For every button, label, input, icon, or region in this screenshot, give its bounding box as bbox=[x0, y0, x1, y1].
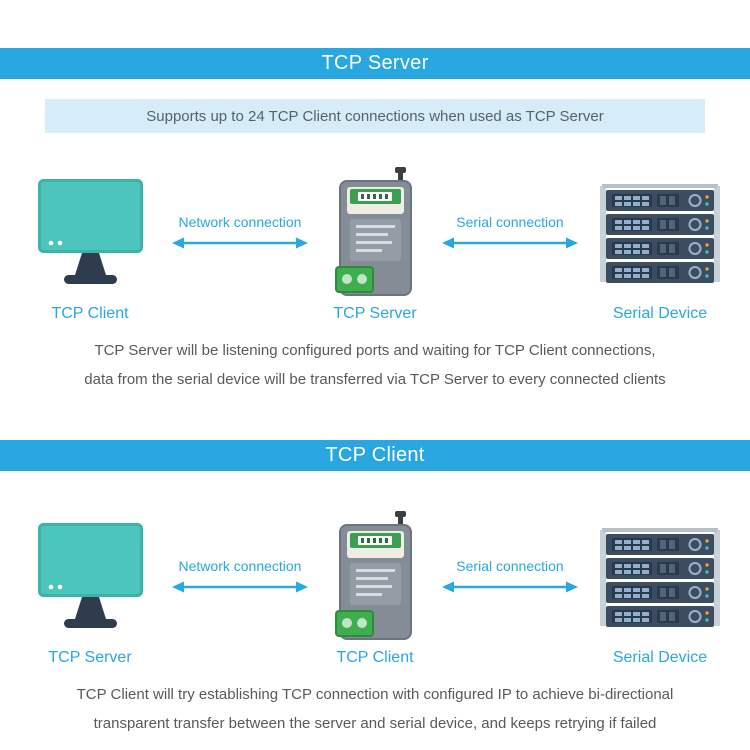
section-title-banner: TCP Server bbox=[0, 48, 750, 79]
tcp-client-section: TCP Client TCP Server Network connection bbox=[0, 440, 750, 738]
tcp-server-section: TCP Server Supports up to 24 TCP Client … bbox=[0, 48, 750, 394]
caption-line-1: TCP Client will try establishing TCP con… bbox=[76, 686, 674, 703]
server-rack-icon bbox=[600, 511, 720, 645]
monitor-icon bbox=[37, 511, 143, 645]
network-link: Network connection bbox=[165, 511, 315, 645]
double-arrow-icon bbox=[440, 580, 580, 599]
monitor-icon bbox=[37, 167, 143, 301]
node-right-label: Serial Device bbox=[612, 649, 708, 666]
node-left-label: TCP Server bbox=[48, 649, 132, 666]
network-link-label: Network connection bbox=[178, 213, 302, 230]
node-middle: TCP Client bbox=[315, 511, 435, 667]
section-caption: TCP Client will try establishing TCP con… bbox=[0, 681, 750, 738]
node-right-label: Serial Device bbox=[612, 305, 708, 322]
diagram-row: TCP Client Network connection bbox=[0, 167, 750, 323]
section-caption: TCP Server will be listening configured … bbox=[0, 337, 750, 394]
caption-line-2: transparent transfer between the server … bbox=[93, 714, 657, 732]
double-arrow-icon bbox=[440, 236, 580, 255]
serial-link: Serial connection bbox=[435, 511, 585, 645]
node-left: TCP Server bbox=[15, 511, 165, 667]
serial-server-icon bbox=[328, 511, 423, 645]
serial-link-label: Serial connection bbox=[456, 557, 564, 574]
node-right: Serial Device bbox=[585, 511, 735, 667]
section-subtitle: Supports up to 24 TCP Client connections… bbox=[45, 99, 705, 133]
serial-server-icon bbox=[328, 167, 423, 301]
serial-link-label: Serial connection bbox=[456, 213, 564, 230]
double-arrow-icon bbox=[170, 580, 310, 599]
double-arrow-icon bbox=[170, 236, 310, 255]
network-link: Network connection bbox=[165, 167, 315, 301]
section-title: TCP Client bbox=[325, 444, 425, 466]
caption-line-2: data from the serial device will be tran… bbox=[84, 370, 666, 388]
network-link-label: Network connection bbox=[178, 557, 302, 574]
server-rack-icon bbox=[600, 167, 720, 301]
diagram-row: TCP Server Network connection bbox=[0, 511, 750, 667]
node-left: TCP Client bbox=[15, 167, 165, 323]
section-title: TCP Server bbox=[321, 52, 429, 74]
node-middle-label: TCP Server bbox=[333, 305, 417, 322]
caption-line-1: TCP Server will be listening configured … bbox=[94, 342, 656, 359]
node-middle: TCP Server bbox=[315, 167, 435, 323]
serial-link: Serial connection bbox=[435, 167, 585, 301]
node-right: Serial Device bbox=[585, 167, 735, 323]
section-title-banner: TCP Client bbox=[0, 440, 750, 471]
node-middle-label: TCP Client bbox=[336, 649, 414, 666]
node-left-label: TCP Client bbox=[51, 305, 129, 322]
